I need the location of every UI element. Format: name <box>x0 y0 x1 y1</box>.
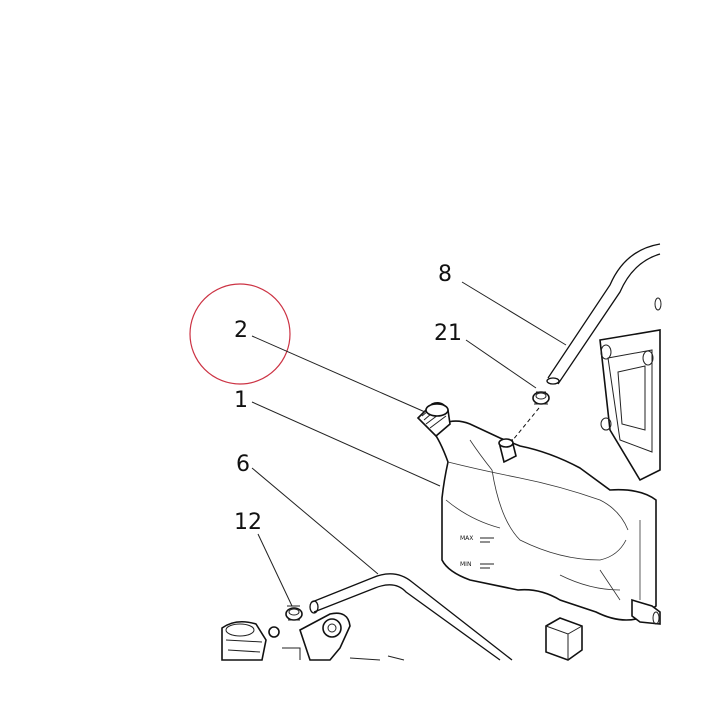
hose-8 <box>546 243 661 385</box>
highlight-circle <box>189 283 291 385</box>
callout-12: 12 <box>234 510 262 535</box>
lower-engine-parts <box>221 612 405 661</box>
leader-line-6 <box>251 467 379 575</box>
tank-max-marking: MAX <box>460 535 473 542</box>
filler-cap <box>416 402 451 438</box>
rubber-mount <box>545 617 583 661</box>
tank-inlet-nozzle <box>498 438 517 464</box>
clamp-12 <box>285 605 303 621</box>
expansion-tank: MAX MIN <box>430 420 661 625</box>
engine-block <box>599 297 662 482</box>
leader-line-2 <box>251 335 426 413</box>
clamp-21 <box>532 391 550 405</box>
tank-min-marking: MIN <box>460 561 471 568</box>
callout-2: 2 <box>234 318 248 343</box>
leader-line-21 <box>465 339 537 389</box>
callout-21: 21 <box>434 321 462 346</box>
leader-line-8 <box>461 281 567 346</box>
callout-8: 8 <box>438 262 452 287</box>
callout-1: 1 <box>234 388 248 413</box>
callout-6: 6 <box>236 452 250 477</box>
leader-line-1 <box>251 401 441 487</box>
leader-line-12 <box>257 533 293 607</box>
assembly-line <box>507 407 540 447</box>
pipe-6 <box>309 573 513 661</box>
